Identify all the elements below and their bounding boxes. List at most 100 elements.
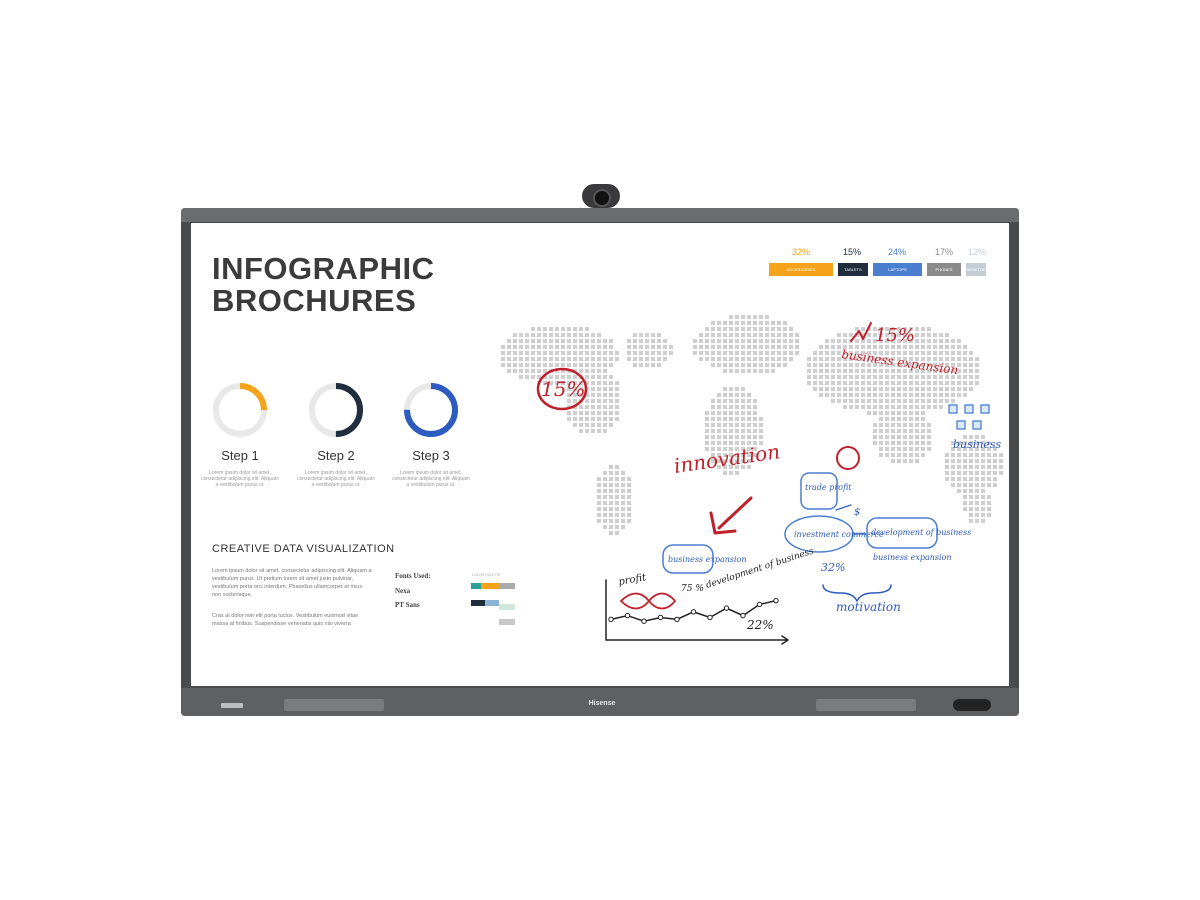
map-dot bbox=[957, 441, 961, 445]
map-dot bbox=[765, 357, 769, 361]
map-dot bbox=[963, 447, 967, 451]
map-dot bbox=[765, 315, 769, 319]
map-dot bbox=[891, 459, 895, 463]
chart-point bbox=[707, 614, 713, 621]
map-dot bbox=[753, 417, 757, 421]
map-dot bbox=[873, 399, 877, 403]
map-dot bbox=[555, 381, 559, 385]
map-dot bbox=[729, 363, 733, 367]
map-dot bbox=[879, 327, 883, 331]
map-dot bbox=[879, 447, 883, 451]
map-dot bbox=[885, 327, 889, 331]
map-dot bbox=[939, 405, 943, 409]
map-dot bbox=[963, 363, 967, 367]
map-dot bbox=[897, 441, 901, 445]
map-dot bbox=[777, 345, 781, 349]
map-dot bbox=[903, 339, 907, 343]
map-dot bbox=[825, 339, 829, 343]
map-dot bbox=[861, 333, 865, 337]
map-dot bbox=[597, 405, 601, 409]
map-dot bbox=[717, 393, 721, 397]
map-dot bbox=[789, 345, 793, 349]
map-dot bbox=[897, 429, 901, 433]
map-dot bbox=[993, 465, 997, 469]
map-dot bbox=[753, 423, 757, 427]
map-dot bbox=[837, 369, 841, 373]
map-dot bbox=[993, 477, 997, 481]
map-dot bbox=[909, 351, 913, 355]
map-dot bbox=[945, 453, 949, 457]
innovation-text: innovation bbox=[672, 439, 781, 478]
map-dot bbox=[717, 453, 721, 457]
map-dot bbox=[867, 363, 871, 367]
map-dot bbox=[807, 369, 811, 373]
map-dot bbox=[603, 411, 607, 415]
map-dot bbox=[723, 435, 727, 439]
map-dot bbox=[609, 471, 613, 475]
map-dot bbox=[897, 345, 901, 349]
map-dot bbox=[501, 351, 505, 355]
map-dot bbox=[837, 363, 841, 367]
map-dot bbox=[885, 399, 889, 403]
map-dot bbox=[921, 411, 925, 415]
map-dot bbox=[903, 345, 907, 349]
map-dot bbox=[735, 405, 739, 409]
map-dot bbox=[999, 465, 1003, 469]
map-dot bbox=[939, 399, 943, 403]
chart-point bbox=[773, 597, 779, 604]
map-dot bbox=[963, 357, 967, 361]
map-dot bbox=[951, 447, 955, 451]
map-dot bbox=[771, 321, 775, 325]
map-dot bbox=[915, 417, 919, 421]
map-dot bbox=[711, 405, 715, 409]
map-dot bbox=[711, 345, 715, 349]
map-dot bbox=[879, 375, 883, 379]
map-dot bbox=[567, 375, 571, 379]
map-dot bbox=[885, 351, 889, 355]
map-dot bbox=[657, 351, 661, 355]
map-dot bbox=[615, 357, 619, 361]
front-ports-icon[interactable] bbox=[221, 703, 243, 708]
map-dot bbox=[849, 363, 853, 367]
map-dot bbox=[621, 483, 625, 487]
map-dot bbox=[729, 357, 733, 361]
map-dot bbox=[885, 429, 889, 433]
map-dot bbox=[759, 345, 763, 349]
map-dot bbox=[525, 369, 529, 373]
map-dot bbox=[741, 405, 745, 409]
map-dot bbox=[771, 363, 775, 367]
infinity-icon bbox=[620, 592, 676, 610]
map-dot bbox=[855, 339, 859, 343]
map-dot bbox=[735, 459, 739, 463]
map-dot bbox=[561, 363, 565, 367]
map-dot bbox=[807, 357, 811, 361]
chart-point bbox=[624, 612, 631, 619]
map-dot bbox=[957, 459, 961, 463]
map-dot bbox=[561, 369, 565, 373]
map-dot bbox=[885, 369, 889, 373]
map-dot bbox=[873, 357, 877, 361]
map-dot bbox=[921, 447, 925, 451]
map-dot bbox=[603, 345, 607, 349]
map-dot bbox=[705, 357, 709, 361]
map-dot bbox=[825, 357, 829, 361]
map-dot bbox=[747, 435, 751, 439]
swatch-light-blue bbox=[485, 600, 499, 606]
map-dot bbox=[891, 345, 895, 349]
map-dot bbox=[567, 381, 571, 385]
map-dot bbox=[609, 357, 613, 361]
map-dot bbox=[717, 411, 721, 415]
map-dot bbox=[975, 507, 979, 511]
map-dot bbox=[909, 375, 913, 379]
map-dot bbox=[615, 525, 619, 529]
map-dot bbox=[567, 351, 571, 355]
map-dot bbox=[903, 381, 907, 385]
map-dot bbox=[825, 387, 829, 391]
map-dot bbox=[867, 375, 871, 379]
map-dot bbox=[915, 423, 919, 427]
map-dot bbox=[867, 357, 871, 361]
map-dot bbox=[501, 363, 505, 367]
map-dot bbox=[663, 345, 667, 349]
map-dot bbox=[753, 333, 757, 337]
map-dot bbox=[597, 399, 601, 403]
